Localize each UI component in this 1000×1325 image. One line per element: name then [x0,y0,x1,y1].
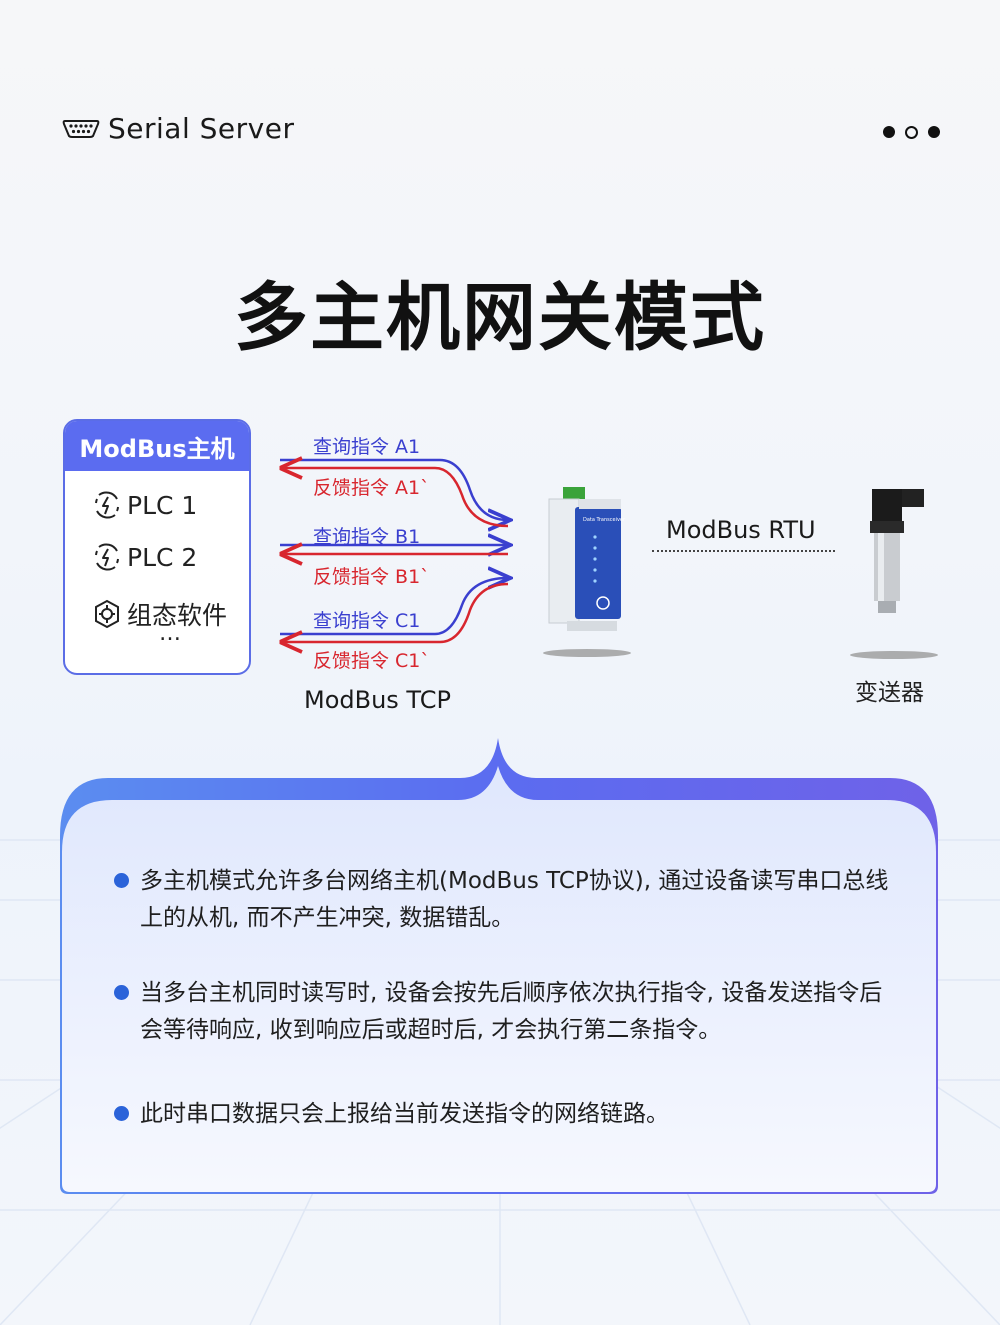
query-command-c1: 查询指令 C1 [313,610,421,632]
bullet-text: 当多台主机同时读写时, 设备会按先后顺序依次执行指令, 设备发送指令后会等待响应… [140,980,883,1043]
master-more-ellipsis: … [159,621,181,646]
master-item-software: 组态软件 [91,596,227,632]
master-item-label: PLC 2 [127,542,198,572]
info-panel-frame [60,738,938,1194]
transmitter-label: 变送器 [855,680,924,706]
serial-port-icon [62,119,100,138]
device-name-label: Data Transceiver [583,517,626,523]
modbus-master-box: ModBus主机 PLC 1 PLC 2 组态软件 … [63,419,251,675]
master-item-label: PLC 1 [127,490,198,520]
master-item-plc1: PLC 1 [91,489,197,521]
page-indicator [883,126,940,139]
query-command-b1: 查询指令 B1 [313,526,421,548]
plc-icon [95,543,119,571]
rtu-link-line [652,550,835,552]
bullet-dot [114,985,129,1000]
brand-header: Serial Server [62,112,294,145]
bullet-dot [114,873,129,888]
page-dot-1[interactable] [883,126,895,138]
command-arrows [270,420,520,680]
serial-server-device-image: Data Transceiver [543,487,631,657]
feedback-command-a1: 反馈指令 A1` [313,477,430,499]
feedback-command-b1: 反馈指令 B1` [313,566,430,588]
bullet-dot [114,1106,129,1121]
plc-icon [95,491,119,519]
master-box-heading: ModBus主机 [65,421,249,471]
software-icon [95,599,119,629]
info-bullet-2: 当多台主机同时读写时, 设备会按先后顺序依次执行指令, 设备发送指令后会等待响应… [114,975,904,1049]
bullet-text: 多主机模式允许多台网络主机(ModBus TCP协议), 通过设备读写串口总线上… [140,868,889,931]
master-item-plc2: PLC 2 [91,541,197,573]
feedback-command-c1: 反馈指令 C1` [313,650,430,672]
transmitter-image [850,489,938,659]
query-command-a1: 查询指令 A1 [313,436,421,458]
page-dot-2[interactable] [905,126,918,139]
page-dot-3[interactable] [928,126,940,138]
master-item-label: 组态软件 [127,601,228,630]
modbus-tcp-label: ModBus TCP [304,686,451,714]
info-bullet-3: 此时串口数据只会上报给当前发送指令的网络链路。 [114,1096,904,1133]
page-title: 多主机网关模式 [234,275,766,361]
modbus-rtu-label: ModBus RTU [666,516,816,544]
info-bullet-1: 多主机模式允许多台网络主机(ModBus TCP协议), 通过设备读写串口总线上… [114,863,904,937]
bullet-text: 此时串口数据只会上报给当前发送指令的网络链路。 [140,1101,669,1127]
brand-label: Serial Server [108,112,295,145]
